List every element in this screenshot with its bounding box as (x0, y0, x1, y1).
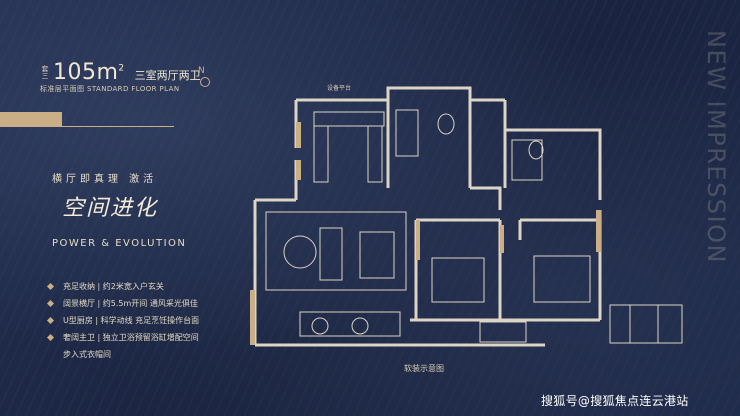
north-label: N (198, 66, 205, 76)
slogan: 横厅即真理 激活 (52, 174, 158, 185)
feature-item: 充足收纳 | 约2米宽入户玄关 (46, 278, 199, 295)
feature-item-continuation: 步入式衣帽间 (63, 350, 111, 359)
kitchen-counter-side (313, 125, 329, 183)
plan-subtitle: 标准层平面图 STANDARD FLOOR PLAN (40, 85, 180, 93)
area-value: 105m2 (53, 60, 125, 85)
unit-type-tag: 套三 (41, 65, 49, 79)
sofa (319, 227, 343, 281)
kitchen-counter-top (313, 111, 385, 127)
new-impression-vertical-text: NEW IMPRESSION (702, 30, 730, 264)
gold-accent-line (62, 126, 174, 127)
gold-columns (250, 122, 601, 345)
balcony-label: 设备平台 (327, 84, 351, 92)
living-area-outline (265, 211, 407, 291)
balcony-furniture (299, 311, 401, 337)
floor-plan-walls (253, 86, 602, 347)
mini-key-plan (609, 304, 683, 344)
study-desk (479, 321, 527, 343)
toilet-1 (437, 113, 455, 135)
bath-vanity (395, 109, 419, 157)
coffee-table (283, 235, 317, 269)
feature-item: 奢阔主卫 | 独立卫浴预留浴缸增配空间 (46, 329, 199, 346)
soft-furnishing-caption: 软装示意图 (404, 364, 444, 373)
gold-accent-bar (0, 112, 62, 127)
feature-item: 阔景横厅 | 约5.5m开间 通风采光俱佳 (46, 295, 199, 312)
sohu-watermark: 搜狐号@搜狐焦点连云港站 (541, 394, 689, 408)
room-config: 三室两厅两卫 (134, 69, 201, 82)
floor-plan-fixtures (265, 109, 683, 344)
area-heading: 套三 105m2 三室两厅两卫 (40, 60, 201, 85)
bed-1 (431, 257, 485, 303)
bath-2 (511, 139, 543, 181)
bed-2 (533, 255, 591, 303)
feature-list: 充足收纳 | 约2米宽入户玄关 阔景横厅 | 约5.5m开间 通风采光俱佳 U型… (46, 278, 199, 363)
power-evolution-heading: POWER & EVOLUTION (52, 238, 187, 249)
calligraphy-title: 空间进化 (62, 196, 159, 221)
dining-table (359, 231, 395, 279)
toilet-2 (528, 140, 544, 160)
north-compass-icon (200, 77, 210, 87)
kitchen-counter-right (367, 125, 383, 183)
feature-item: U型厨房 | 科学动线 充足烹饪操作台面 (46, 312, 199, 329)
